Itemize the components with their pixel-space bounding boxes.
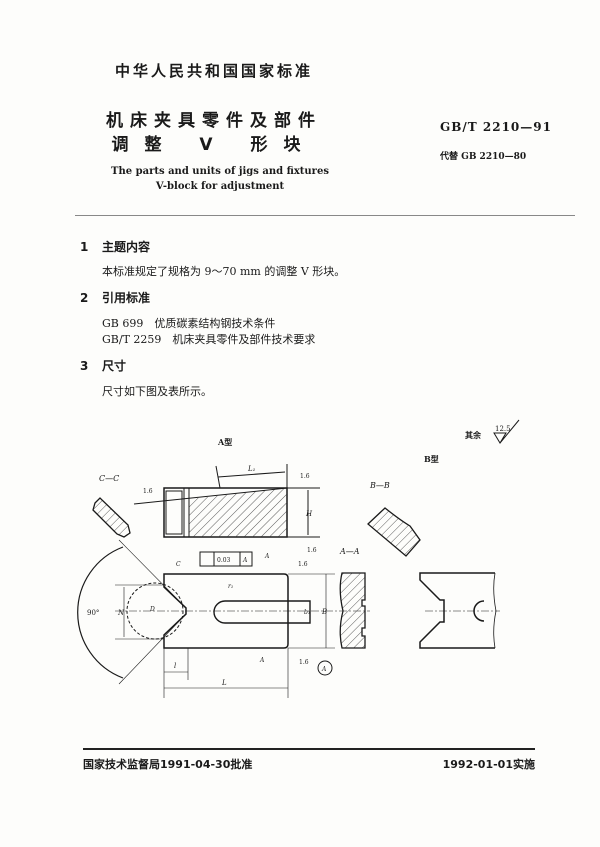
dim-b1: b₁ <box>304 609 310 616</box>
reference-gb699: GB 699 优质碳素结构钢技术条件 <box>102 317 276 330</box>
datum-ref: A <box>242 557 248 564</box>
roughness-value: 1.6 <box>298 561 308 568</box>
section-title: 主题内容 <box>102 240 151 254</box>
roughness-value: 1.6 <box>300 473 310 480</box>
roughness-value: 1.6 <box>143 488 153 495</box>
dim-c: C <box>176 561 181 568</box>
type-b-view <box>419 572 500 649</box>
section-3-text: 尺寸如下图及表所示。 <box>102 385 212 398</box>
dim-l: L <box>221 679 227 687</box>
title-line-1: 机床夹具零件及部件 <box>106 111 322 131</box>
english-title-line-2: V-block for adjustment <box>155 181 285 192</box>
section-bb-label: B—B <box>369 481 390 490</box>
top-view: L₁ H 1.6 1.6 1.6 <box>133 464 320 554</box>
roughness-value: 1.6 <box>307 547 317 554</box>
section-3-heading: 3 尺寸 <box>80 357 126 374</box>
section-1-heading: 1 主题内容 <box>80 238 150 255</box>
section-2-heading: 2 引用标准 <box>80 289 150 306</box>
dim-n: N <box>117 609 125 617</box>
section-bb <box>367 507 421 557</box>
section-number: 1 <box>80 240 89 254</box>
section-cc-label: C—C <box>99 474 119 483</box>
type-b-label: B型 <box>424 454 439 464</box>
dim-d: D <box>149 606 155 613</box>
section-1-text: 本标准规定了规格为 9～70 mm 的调整 V 形块。 <box>102 265 346 278</box>
roughness-value: 1.6 <box>299 659 309 666</box>
implementation-date: 1992-01-01实施 <box>442 758 535 771</box>
remaining-roughness: 12.5 <box>495 425 511 433</box>
section-mark-a: A <box>259 657 265 664</box>
section-cc <box>92 497 131 538</box>
english-title-line-1: The parts and units of jigs and fixtures <box>111 166 329 177</box>
section-aa <box>339 572 366 649</box>
dim-l-small: l <box>174 662 176 670</box>
section-title: 尺寸 <box>102 359 127 373</box>
footer-divider <box>83 748 535 750</box>
approval-date: 国家技术监督局1991-04-30批准 <box>83 758 253 771</box>
section-number: 3 <box>80 359 89 373</box>
dim-l1: L₁ <box>247 465 256 473</box>
angle-label: 90° <box>87 609 99 617</box>
replaces-standard: 代替 GB 2210—80 <box>440 152 527 162</box>
section-mark-a: A <box>264 553 270 560</box>
type-a-label: A型 <box>217 437 232 447</box>
remaining-label: 其余 <box>465 430 482 440</box>
standard-organization: 中华人民共和国国家标准 <box>114 62 313 80</box>
roughness-symbol-icon <box>493 419 520 444</box>
reference-gbt2259: GB/T 2259 机床夹具零件及部件技术要求 <box>102 333 316 346</box>
section-aa-label: A—A <box>339 547 360 556</box>
title-line-2: 调整 V 形块 <box>111 135 317 155</box>
dim-r1: r₁ <box>228 583 233 590</box>
standard-number: GB/T 2210—91 <box>440 120 552 134</box>
section-title: 引用标准 <box>102 291 151 305</box>
section-number: 2 <box>80 291 89 305</box>
dim-b: B <box>321 608 327 616</box>
tolerance-value: 0.03 <box>217 557 231 564</box>
header-divider <box>75 215 575 216</box>
dim-h: H <box>305 510 313 518</box>
plan-view: N D C r₁ b₁ B l L 0.03 A A A A 1.6 1.6 <box>77 539 370 698</box>
datum-symbol: A <box>321 666 327 673</box>
